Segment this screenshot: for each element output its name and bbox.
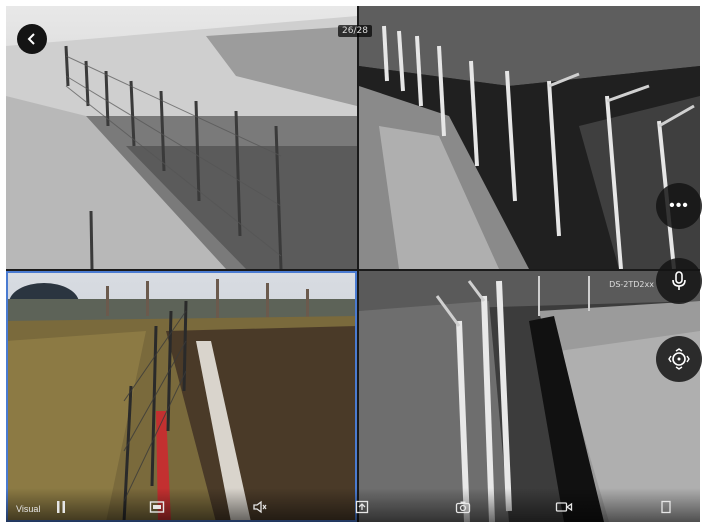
volume-button[interactable] xyxy=(250,498,270,516)
camera-feed-visual-gray xyxy=(6,6,357,269)
camera-pane-top-left[interactable] xyxy=(6,6,357,269)
volume-mute-icon xyxy=(253,500,267,514)
record-button[interactable] xyxy=(554,498,574,516)
camera-grid xyxy=(6,6,700,522)
pause-icon xyxy=(57,501,65,513)
channel-count-badge: 26/28 xyxy=(338,25,372,37)
camera-pane-bottom-left[interactable] xyxy=(6,271,357,522)
camera-feed-thermal-2 xyxy=(359,271,700,522)
ptz-button[interactable] xyxy=(656,336,702,382)
more-button[interactable]: ••• xyxy=(656,183,702,229)
visual-label: Visual xyxy=(16,504,41,514)
camera-pane-top-right[interactable] xyxy=(359,6,700,269)
channel-label: DS-2TD2xx xyxy=(609,280,654,289)
back-button[interactable] xyxy=(17,24,47,54)
ptz-crosshair-icon xyxy=(668,348,690,370)
fullscreen-icon xyxy=(661,500,671,514)
snapshot-button[interactable] xyxy=(453,498,473,516)
playback-toolbar: Visual xyxy=(6,488,700,522)
chevron-left-icon xyxy=(27,33,35,45)
layout-icon xyxy=(149,501,165,513)
layout-button[interactable] xyxy=(147,498,167,516)
camera-feed-visual-color xyxy=(6,271,357,522)
pause-button[interactable] xyxy=(51,498,71,516)
camera-icon xyxy=(455,501,471,514)
export-button[interactable] xyxy=(352,498,372,516)
microphone-icon xyxy=(672,271,686,290)
export-icon xyxy=(355,500,369,514)
fullscreen-button[interactable] xyxy=(656,498,676,516)
more-dots-icon: ••• xyxy=(669,197,689,214)
camera-feed-thermal xyxy=(359,6,700,269)
camera-pane-bottom-right[interactable] xyxy=(359,271,700,522)
video-record-icon xyxy=(555,502,573,512)
microphone-button[interactable] xyxy=(656,258,702,304)
